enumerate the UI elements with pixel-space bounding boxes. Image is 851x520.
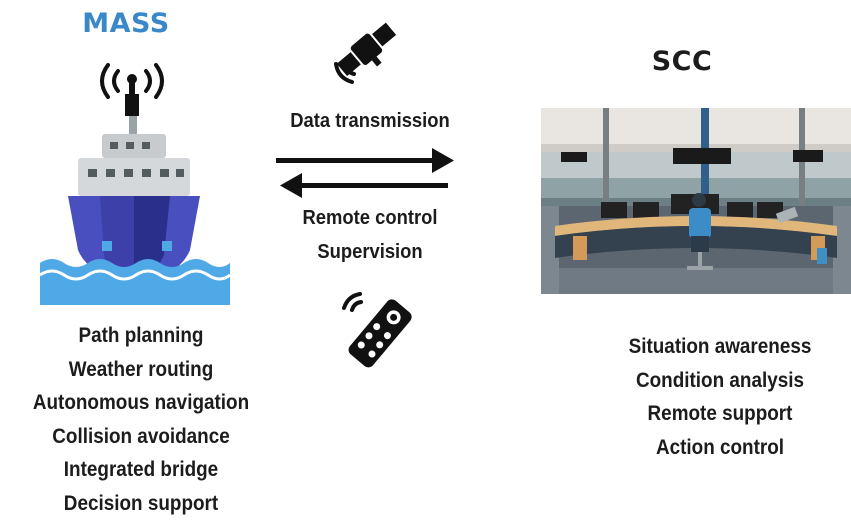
mass-function-item: Collision avoidance <box>14 420 268 454</box>
control-room-image <box>541 108 851 294</box>
mass-function-item: Autonomous navigation <box>14 386 268 420</box>
mass-function-item: Integrated bridge <box>14 453 268 487</box>
remote-control-icon <box>330 290 425 372</box>
mass-function-item: Path planning <box>14 319 268 353</box>
satellite-icon <box>328 12 406 86</box>
antenna-icon <box>102 65 162 116</box>
link-arrows <box>272 144 462 204</box>
supervision-label: Supervision <box>261 241 478 264</box>
data-transmission-label: Data transmission <box>261 110 478 133</box>
scc-title: SCC <box>620 46 744 77</box>
ship-icon <box>30 55 245 310</box>
scc-function-item: Condition analysis <box>596 364 844 398</box>
mass-title: MASS <box>64 8 188 39</box>
scc-function-item: Situation awareness <box>596 330 844 364</box>
scc-function-list: Situation awareness Condition analysis R… <box>596 330 844 464</box>
mass-function-item: Decision support <box>14 487 268 520</box>
remote-control-label: Remote control <box>261 207 478 230</box>
arrow-left-icon <box>280 173 448 198</box>
mass-function-list: Path planning Weather routing Autonomous… <box>14 319 268 520</box>
arrow-right-icon <box>276 148 454 173</box>
scc-function-item: Action control <box>596 431 844 465</box>
scc-function-item: Remote support <box>596 397 844 431</box>
mass-function-item: Weather routing <box>14 353 268 387</box>
